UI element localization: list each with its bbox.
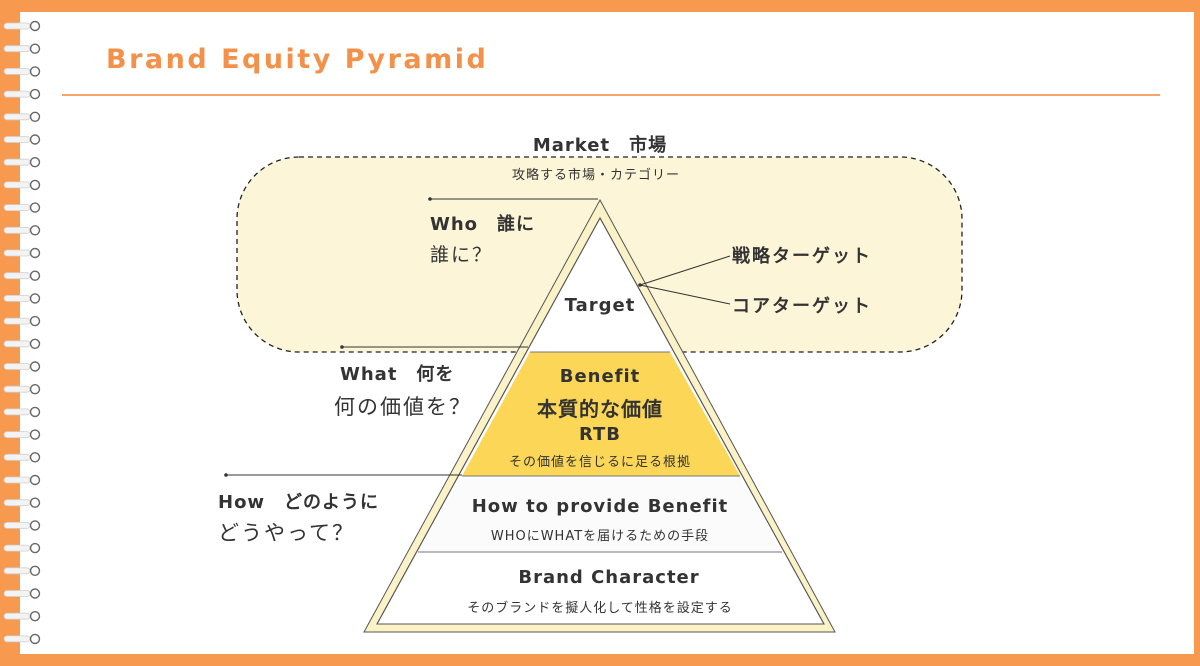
benefit-label: Benefit [559, 366, 641, 387]
who-sub: 誰に？ [430, 244, 494, 266]
leader-core [639, 284, 731, 305]
binding-ring [3, 66, 41, 77]
how-heading: How どのように [218, 492, 380, 513]
who-heading: Who 誰に [430, 214, 536, 235]
binding-ring [3, 611, 41, 622]
binding-ring [3, 247, 41, 259]
market-sub: 攻略する市場・カテゴリー [511, 168, 681, 183]
binding-ring [3, 452, 41, 463]
market-heading: Market 市場 [532, 135, 668, 156]
spiral-binding [3, 20, 41, 645]
binding-ring [3, 179, 41, 191]
binding-ring [3, 633, 41, 645]
strategic-target-label: 戦略ターゲット [732, 246, 872, 267]
leader-strategic [639, 255, 731, 286]
binding-ring [3, 497, 41, 508]
rtb-label: RTB [578, 424, 622, 445]
binding-ring [3, 338, 41, 349]
binding-ring [3, 43, 41, 54]
binding-ring [3, 406, 41, 418]
binding-ring [3, 156, 41, 168]
binding-ring [3, 361, 41, 372]
binding-ring [3, 111, 41, 123]
character-sub: そのブランドを擬人化して性格を設定する [467, 601, 733, 616]
rtb-sub: その価値を信じるに足る根拠 [508, 455, 692, 470]
how-to-label: How to provide Benefit [471, 496, 729, 517]
how-sub: どうやって？ [218, 521, 355, 545]
binding-ring [3, 542, 41, 554]
title-divider [62, 94, 1160, 96]
binding-ring [3, 270, 41, 281]
core-target-label: コアターゲット [732, 296, 872, 317]
benefit-band [462, 352, 740, 476]
binding-ring [3, 202, 41, 213]
how-to-sub: WHOにWHATを届けるための手段 [490, 529, 710, 544]
binding-ring [3, 293, 41, 304]
binding-ring [3, 88, 41, 100]
page-title: Brand Equity Pyramid [106, 44, 489, 75]
what-heading: What 何を [340, 364, 455, 385]
binding-ring [3, 588, 41, 599]
how-band [418, 476, 782, 552]
binding-ring [3, 134, 41, 145]
binding-ring [3, 474, 41, 486]
binding-ring [3, 384, 41, 395]
binding-ring [3, 315, 41, 327]
target-label: Target [564, 295, 636, 316]
character-label: Brand Character [518, 567, 700, 588]
binding-ring [3, 20, 41, 32]
what-sub: 何の価値を？ [334, 395, 472, 419]
binding-ring [3, 565, 41, 576]
binding-ring [3, 225, 41, 236]
binding-ring [3, 520, 41, 531]
benefit-jp: 本質的な価値 [537, 397, 663, 421]
binding-ring [3, 429, 41, 440]
